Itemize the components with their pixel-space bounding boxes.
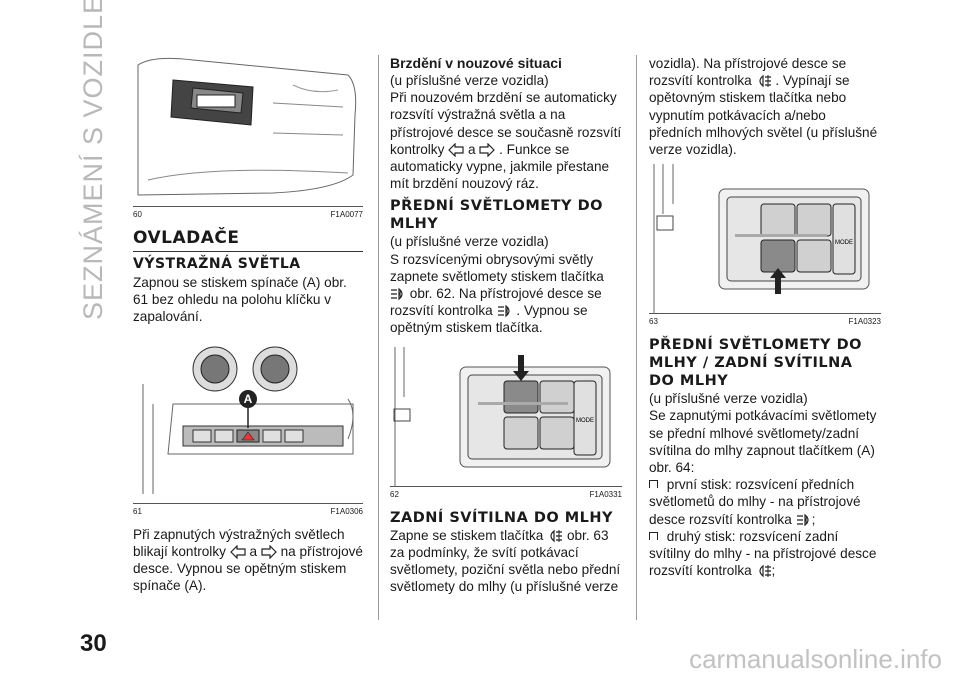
text-run: první stisk: rozsvícení předních světlom… [649, 477, 861, 527]
hazard-switch-illustration [137, 57, 357, 196]
paragraph: Při nouzovém brzdění se automaticky rozs… [390, 89, 622, 192]
text-run: ; [811, 511, 816, 527]
text-run: obr. 62. Na přístrojové desce se rozsvít… [390, 286, 602, 319]
subsection-title: VÝSTRAŽNÁ SVĚTLA [133, 256, 301, 272]
figure-63-caption: 63 F1A0323 [649, 317, 881, 326]
front-fog-light-icon [497, 304, 510, 318]
section-title: PŘEDNÍ SVĚTLOMETY DO MLHY [390, 198, 603, 233]
bullet-marker [649, 531, 658, 540]
fog-light-switch-illustration: MODE [393, 346, 611, 487]
paragraph: Zapne se stiskem tlačítka obr. 63 za pod… [390, 527, 622, 596]
turn-left-indicator-icon [448, 142, 464, 157]
text-run: vozidla). Na přístrojové desce se rozsví… [649, 56, 847, 89]
turn-left-indicator-icon [229, 544, 246, 559]
figure-62-caption: 62 F1A0331 [390, 490, 622, 499]
section-rule [133, 251, 363, 252]
text-run: Při nouzovém brzdění se automaticky rozs… [390, 90, 622, 157]
text-run: . Funkce se automaticky vypne, jakmile p… [390, 141, 610, 192]
rear-fog-switch-illustration: MODE [653, 164, 870, 315]
paragraph: vozidla). Na přístrojové desce se rozsví… [649, 55, 881, 158]
paragraph: S rozsvícenými obrysovými světly zapnete… [390, 251, 622, 337]
front-fog-light-icon [391, 287, 403, 301]
column-2: Brzdění v nouzové situaci (u příslušné v… [390, 55, 622, 595]
text-run: a [249, 543, 258, 559]
bullet-item: první stisk: rozsvícení předních světlom… [649, 476, 881, 528]
text-run: a [467, 141, 476, 157]
watermark: carmanualsonline.info [689, 644, 942, 674]
section-title: ZADNÍ SVÍTILNA DO MLHY [390, 509, 614, 526]
figure-61-caption: 61 F1A0306 [133, 507, 363, 516]
figure-code: F1A0331 [589, 489, 622, 499]
text-run: S rozsvícenými obrysovými světly zapnete… [390, 251, 604, 284]
rear-fog-light-icon [758, 74, 771, 88]
figure-60 [133, 55, 363, 207]
hazard-button-illustration: A [142, 346, 354, 494]
text-run: na přístrojové desce. Vypnou se opětným … [133, 543, 363, 594]
column-divider [378, 55, 379, 620]
text-run: obr. 63 za podmínky, že svítí potkávací … [390, 527, 621, 595]
turn-right-indicator-icon [479, 142, 496, 157]
section-title: OVLADAČE [133, 228, 240, 248]
mode-label: MODE [576, 418, 594, 424]
column-3: vozidla). Na přístrojové desce se rozsví… [649, 55, 881, 579]
front-fog-light-icon [796, 513, 809, 526]
bullet-marker [649, 480, 658, 489]
section-title: PŘEDNÍ SVĚTLOMETY DO MLHY / ZADNÍ SVÍTIL… [649, 337, 862, 390]
figure-63: MODE [649, 164, 881, 315]
figure-number: 61 [133, 506, 142, 516]
callout-a: A [244, 392, 253, 406]
turn-right-indicator-icon [261, 544, 277, 559]
text-run: . Vypínají se opětovným stiskem tlačítka… [649, 73, 878, 158]
column-divider [636, 55, 637, 620]
paragraph: Při zapnutých výstražných světlech blika… [133, 526, 363, 595]
paragraph: Zapnou se stiskem spínače (A) obr. 61 be… [133, 275, 347, 325]
figure-code: F1A0306 [330, 506, 363, 516]
figure-number: 63 [649, 317, 658, 327]
text-run: Zapne se stiskem tlačítka [390, 527, 544, 543]
figure-number: 60 [133, 210, 142, 219]
figure-number: 62 [390, 489, 399, 499]
figure-60-caption: 60 F1A0077 [133, 210, 363, 219]
paragraph: (u příslušné verze vozidla) [390, 234, 549, 250]
figure-code: F1A0323 [848, 317, 881, 327]
text-run: ; [771, 563, 776, 579]
rear-fog-light-icon [550, 529, 563, 542]
paragraph: (u příslušné verze vozidla) [390, 73, 549, 88]
chapter-side-tab: SEZNÁMENÍ S VOZIDLEM [78, 0, 108, 320]
column-1: 60 F1A0077 OVLADAČE VÝSTRAŽNÁ SVĚTLA Zap… [133, 55, 363, 594]
figure-62: MODE [390, 346, 622, 487]
bullet-item: druhý stisk: rozsvícení zadní svítilny d… [649, 528, 881, 580]
rear-fog-light-icon [758, 564, 771, 578]
figure-code: F1A0077 [330, 210, 363, 219]
text-run: . Vypnou se opětným stiskem tlačítka. [390, 303, 588, 336]
paragraph: Se zapnutými potkávacími světlomety se p… [649, 408, 877, 476]
figure-61: A [133, 344, 363, 504]
heading-emergency-braking: Brzdění v nouzové situaci [390, 55, 562, 71]
text-run: Při zapnutých výstražných světlech blika… [133, 526, 345, 559]
paragraph: (u příslušné verze vozidla) [649, 391, 808, 407]
text-run: druhý stisk: rozsvícení zadní svítilny d… [649, 528, 877, 579]
page-number: 30 [80, 630, 107, 657]
mode-label: MODE [835, 240, 853, 246]
